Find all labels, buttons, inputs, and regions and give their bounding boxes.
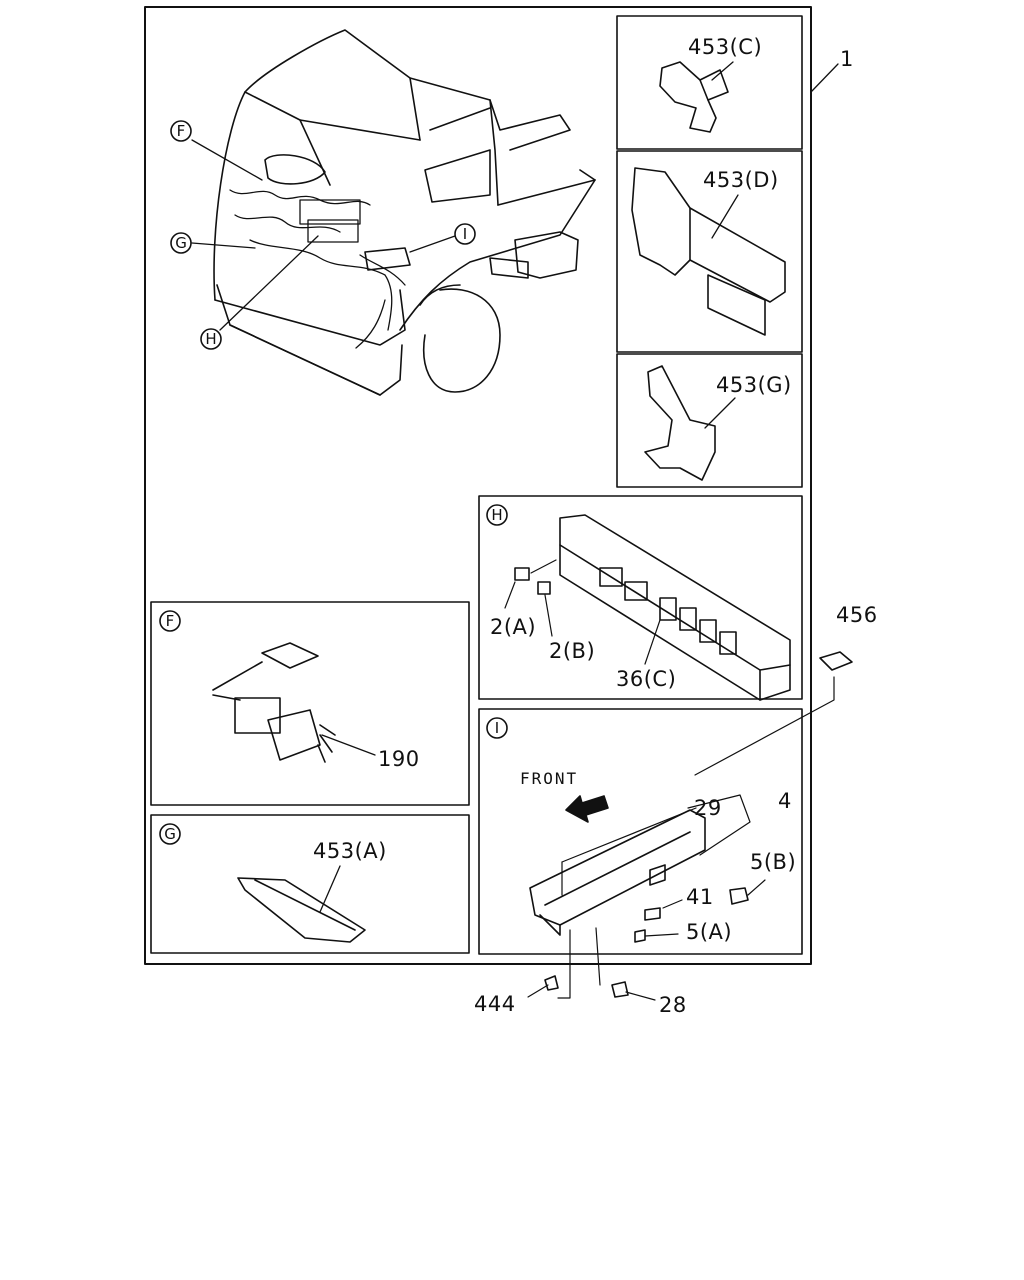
detail-marker-i-circle	[486, 717, 508, 739]
callout-2b: 2(B)	[549, 639, 595, 663]
detail-marker-h-circle	[486, 504, 508, 526]
leader-456	[694, 676, 835, 776]
label-tape-453a-illustration	[237, 865, 366, 943]
callout-453g: 453(G)	[716, 373, 792, 397]
callout-28: 28	[659, 993, 687, 1017]
relay-box-illustration	[504, 514, 791, 701]
detail-marker-g: G	[164, 825, 176, 843]
detail-box-453c	[616, 15, 803, 150]
detail-marker-h: H	[491, 506, 502, 524]
callout-36c: 36(C)	[616, 667, 676, 691]
detail-box-453g	[616, 353, 803, 488]
callout-1: 1	[840, 47, 854, 71]
callout-444: 444	[474, 992, 516, 1016]
view-leaders	[191, 63, 839, 331]
junction-box-illustration	[527, 794, 766, 1001]
view-marker-h-circle	[200, 328, 222, 350]
callout-190: 190	[378, 747, 420, 771]
front-label: FRONT	[520, 769, 578, 788]
part-456-illustration	[819, 651, 853, 671]
detail-marker-f-circle	[159, 610, 181, 632]
detail-marker-g-circle	[159, 823, 181, 845]
detail-box-453d	[616, 150, 803, 353]
callout-453c: 453(C)	[688, 35, 762, 59]
callout-453d: 453(D)	[703, 168, 779, 192]
front-arrow-icon	[565, 795, 609, 823]
part-453c-illustration	[659, 61, 734, 133]
view-marker-f: F	[177, 122, 186, 140]
detail-marker-f: F	[166, 612, 175, 630]
callout-453a: 453(A)	[313, 839, 387, 863]
detail-box-f	[150, 601, 470, 806]
detail-box-g	[150, 814, 470, 954]
callout-2a: 2(A)	[490, 615, 536, 639]
callout-456: 456	[836, 603, 878, 627]
detail-marker-i: I	[495, 719, 499, 737]
callout-5a: 5(A)	[686, 920, 732, 944]
connector-190-illustration	[212, 642, 376, 763]
part-453d-illustration	[631, 167, 786, 336]
callout-29: 29	[694, 796, 722, 820]
view-marker-h: H	[205, 330, 216, 348]
view-marker-g: G	[175, 234, 187, 252]
outer-frame	[144, 6, 812, 965]
truck-cab-illustration	[213, 29, 596, 396]
view-marker-f-circle	[170, 120, 192, 142]
callout-41: 41	[686, 885, 714, 909]
detail-box-h	[478, 495, 803, 700]
view-marker-i-circle	[454, 223, 476, 245]
view-marker-i: I	[463, 225, 467, 243]
view-marker-g-circle	[170, 232, 192, 254]
detail-box-i	[478, 708, 803, 955]
part-453g-illustration	[644, 365, 736, 481]
callout-5b: 5(B)	[750, 850, 796, 874]
callout-4: 4	[778, 789, 792, 813]
